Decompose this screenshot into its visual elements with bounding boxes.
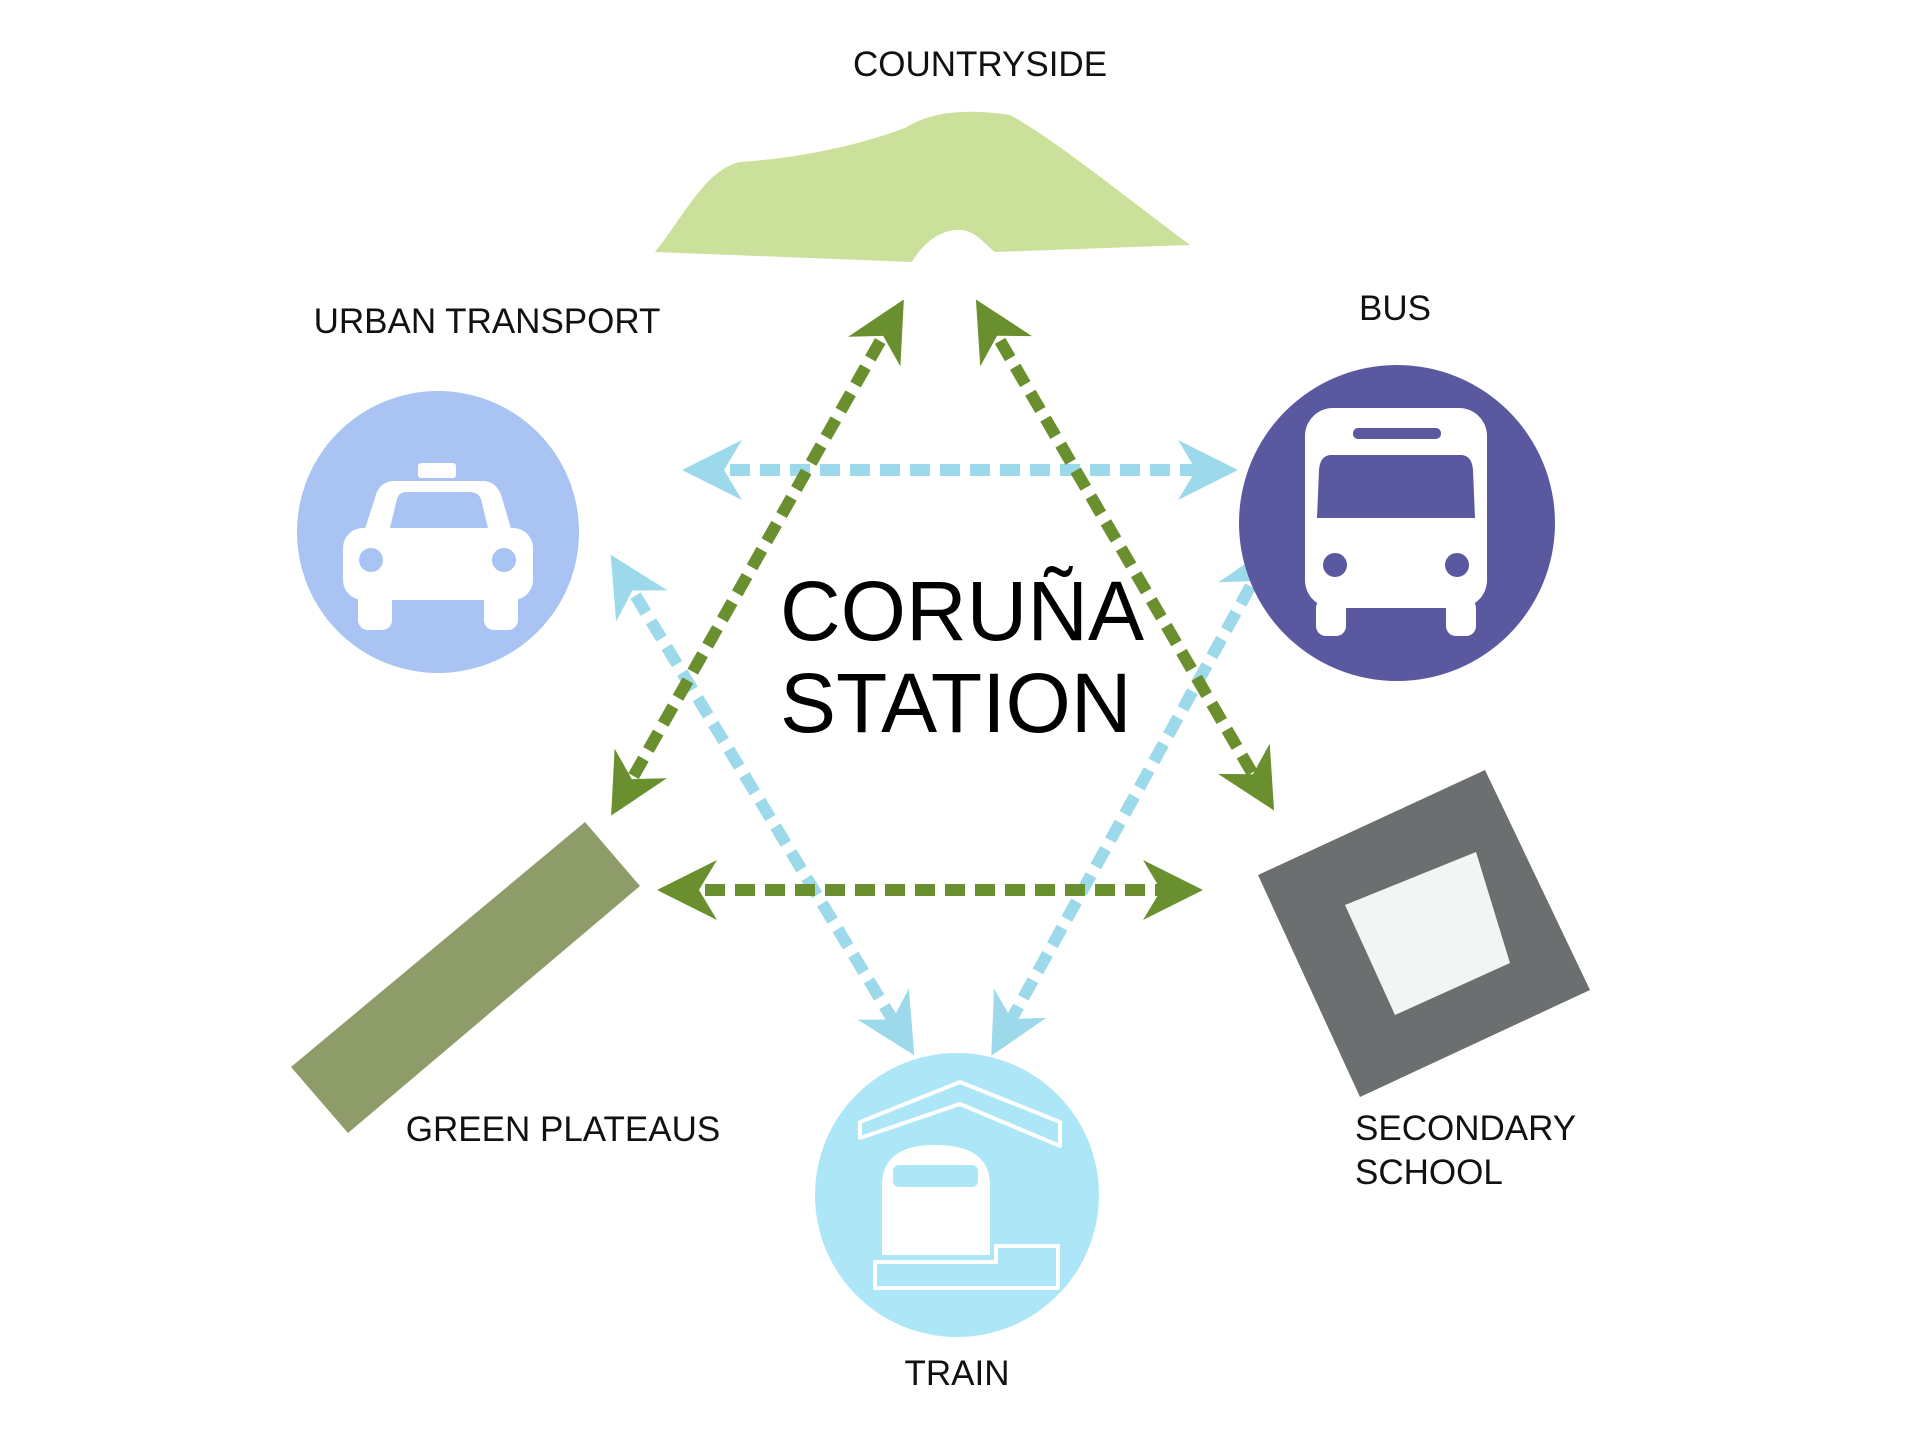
countryside-label: COUNTRYSIDE	[853, 45, 1107, 84]
link-countryside-plateaus	[611, 299, 904, 816]
train-label: TRAIN	[905, 1354, 1010, 1393]
bus-label: BUS	[1359, 289, 1431, 328]
secondary-school-label-line1: SECONDARY	[1355, 1109, 1576, 1148]
hill-icon	[655, 111, 1190, 262]
urban-transport-label: URBAN TRANSPORT	[314, 302, 661, 341]
countryside-node: COUNTRYSIDE	[655, 45, 1190, 262]
school-icon	[1258, 770, 1590, 1097]
station-title-line2: STATION	[780, 656, 1132, 750]
station-title-line1: CORUÑA	[780, 564, 1144, 658]
train-node: TRAIN	[815, 1053, 1099, 1393]
link-countryside-school	[975, 299, 1275, 811]
green-plateaus-label: GREEN PLATEAUS	[406, 1110, 720, 1149]
plateau-icon	[291, 822, 640, 1133]
bus-icon	[1305, 408, 1487, 636]
connectors	[610, 299, 1275, 1056]
taxi-icon	[343, 463, 533, 630]
green-plateaus-node: GREEN PLATEAUS	[291, 822, 720, 1149]
station-title: CORUÑA STATION	[780, 564, 1144, 750]
bus-node: BUS	[1239, 289, 1555, 681]
train-icon	[858, 1080, 1062, 1290]
secondary-school-node: SECONDARY SCHOOL	[1258, 770, 1590, 1192]
secondary-school-label-line2: SCHOOL	[1355, 1153, 1503, 1192]
urban-transport-node: URBAN TRANSPORT	[297, 302, 660, 673]
